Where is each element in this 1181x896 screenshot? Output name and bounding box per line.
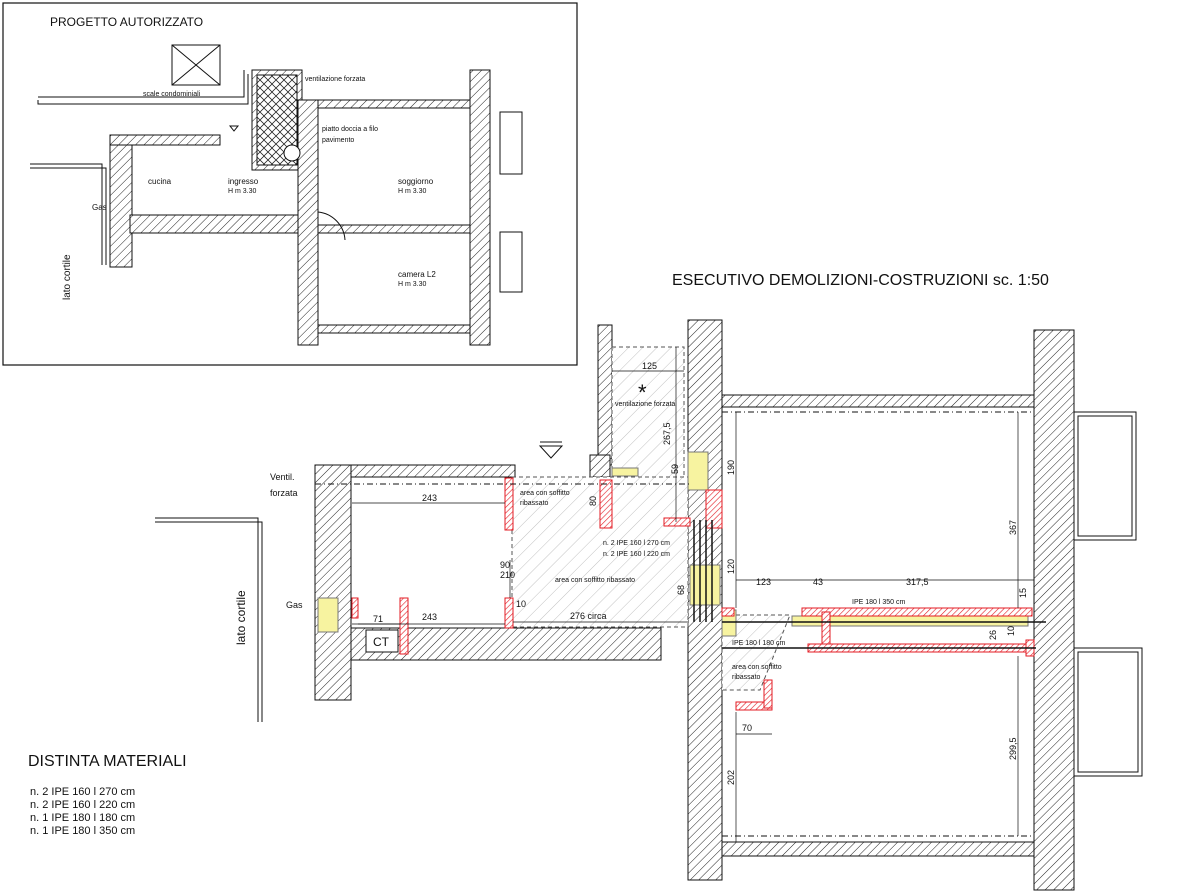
material-item: n. 1 IPE 180 l 180 cm	[30, 812, 135, 824]
dim-125: 125	[642, 361, 657, 371]
dim-2995: 299,5	[1008, 737, 1018, 760]
label-shower2: pavimento	[322, 137, 354, 144]
dim-26: 26	[988, 630, 998, 640]
dim-90: 90	[500, 560, 510, 570]
label-camera-h: H m 3.30	[398, 281, 427, 288]
stair-symbol	[171, 44, 221, 86]
label-forzata: forzata	[270, 488, 298, 498]
label-shower: piatto doccia a filo	[322, 126, 378, 133]
inset-frame	[2, 2, 578, 366]
label-scale: scale condominiali	[143, 91, 201, 98]
dim-190: 190	[726, 460, 736, 475]
label-soffitto3b: ribassato	[732, 674, 761, 681]
label-gas-inset: Gas	[92, 203, 107, 212]
label-camera: camera L2	[398, 270, 436, 279]
ct-box	[365, 629, 399, 653]
materials-title: DISTINTA MATERIALI	[28, 753, 187, 770]
label-ventil: Ventil.	[270, 472, 295, 482]
label-ipe-180: IPE 180 l 180 cm	[732, 640, 785, 647]
label-soffitto1b: ribassato	[520, 500, 549, 507]
inset-title: PROGETTO AUTORIZZATO	[50, 15, 203, 29]
dim-2675: 267,5	[662, 422, 672, 445]
dim-202: 202	[726, 770, 736, 785]
dim-15: 15	[1018, 588, 1028, 598]
label-soffitto1a: area con soffitto	[520, 490, 570, 497]
dim-10: 10	[516, 599, 526, 609]
dim-68: 68	[676, 585, 686, 595]
entrance-arrow-icon	[538, 445, 564, 459]
label-soffitto2: area con soffitto ribassato	[555, 577, 635, 584]
new-masonry-yellow	[317, 451, 1029, 637]
material-item: n. 2 IPE 160 l 220 cm	[30, 799, 135, 811]
dim-243a: 243	[422, 493, 437, 503]
material-item: n. 1 IPE 180 l 350 cm	[30, 825, 135, 837]
label-vent-inset: ventilazione forzata	[305, 76, 365, 83]
label-ingresso-h: H m 3.30	[228, 188, 257, 195]
dim-59: 59	[670, 464, 680, 474]
dim-210: 210	[500, 570, 515, 580]
label-soggiorno: soggiorno	[398, 177, 434, 186]
main-cortile: lato cortile	[234, 590, 248, 645]
label-ipe-270: n. 2 IPE 160 l 270 cm	[603, 540, 670, 547]
label-ipe-220: n. 2 IPE 160 l 220 cm	[603, 551, 670, 558]
ct-label: CT	[373, 635, 390, 649]
material-item: n. 2 IPE 160 l 270 cm	[30, 786, 135, 798]
asterisk: *	[638, 380, 647, 405]
label-vent-forzata: ventilazione forzata	[615, 401, 675, 408]
dim-3175: 317,5	[906, 577, 929, 587]
inset-cortile: lato cortile	[62, 254, 73, 300]
soffitto-area-right	[721, 614, 791, 691]
label-cucina: cucina	[148, 177, 172, 186]
label-soffitto3a: area con soffitto	[732, 664, 782, 671]
dim-71: 71	[373, 614, 383, 624]
dim-243b: 243	[422, 612, 437, 622]
dim-10b: 10	[1006, 626, 1016, 636]
label-ingresso: ingresso	[228, 177, 259, 186]
inset-walls	[109, 69, 491, 346]
label-ipe-350: IPE 180 l 350 cm	[852, 599, 905, 606]
dim-120: 120	[726, 559, 736, 574]
dim-43: 43	[813, 577, 823, 587]
dim-276: 276 circa	[570, 611, 607, 621]
dim-367: 367	[1008, 520, 1018, 535]
label-soggiorno-h: H m 3.30	[398, 188, 427, 195]
label-gas: Gas	[286, 600, 303, 610]
dim-70: 70	[742, 723, 752, 733]
dim-80: 80	[588, 496, 598, 506]
main-title: ESECUTIVO DEMOLIZIONI-COSTRUZIONI sc. 1:…	[672, 272, 1049, 289]
dim-123: 123	[756, 577, 771, 587]
